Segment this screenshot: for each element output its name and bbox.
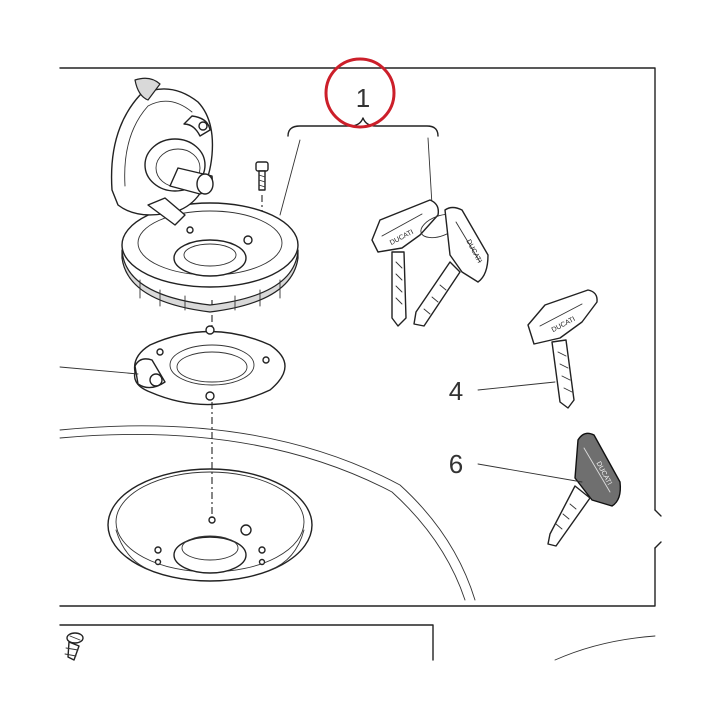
cap-screw <box>255 161 269 191</box>
callout-6-label: 6 <box>449 449 463 479</box>
callout-1-label: 1 <box>356 83 370 113</box>
callout-4-leader <box>477 381 556 391</box>
lower-panel-border <box>59 624 656 661</box>
key-single-item-4: DUCATI <box>527 289 598 409</box>
key-master-item-6: DUCATI <box>547 432 622 547</box>
plate-leader-line <box>59 366 139 375</box>
tank-filler-recess <box>107 468 313 582</box>
filler-gasket-plate <box>133 325 286 406</box>
frame-border <box>59 67 662 607</box>
key-set-pair: DUCATI DUCATI <box>371 199 489 327</box>
fuel-tank-outline <box>59 425 476 601</box>
callout-6-leader <box>477 463 583 483</box>
callout-4-label: 4 <box>449 376 463 406</box>
filler-cap-assembly <box>110 77 299 313</box>
lower-panel-bolt <box>64 632 84 661</box>
key-set-bracket <box>279 117 439 216</box>
callout-1-highlight-circle <box>324 57 396 129</box>
